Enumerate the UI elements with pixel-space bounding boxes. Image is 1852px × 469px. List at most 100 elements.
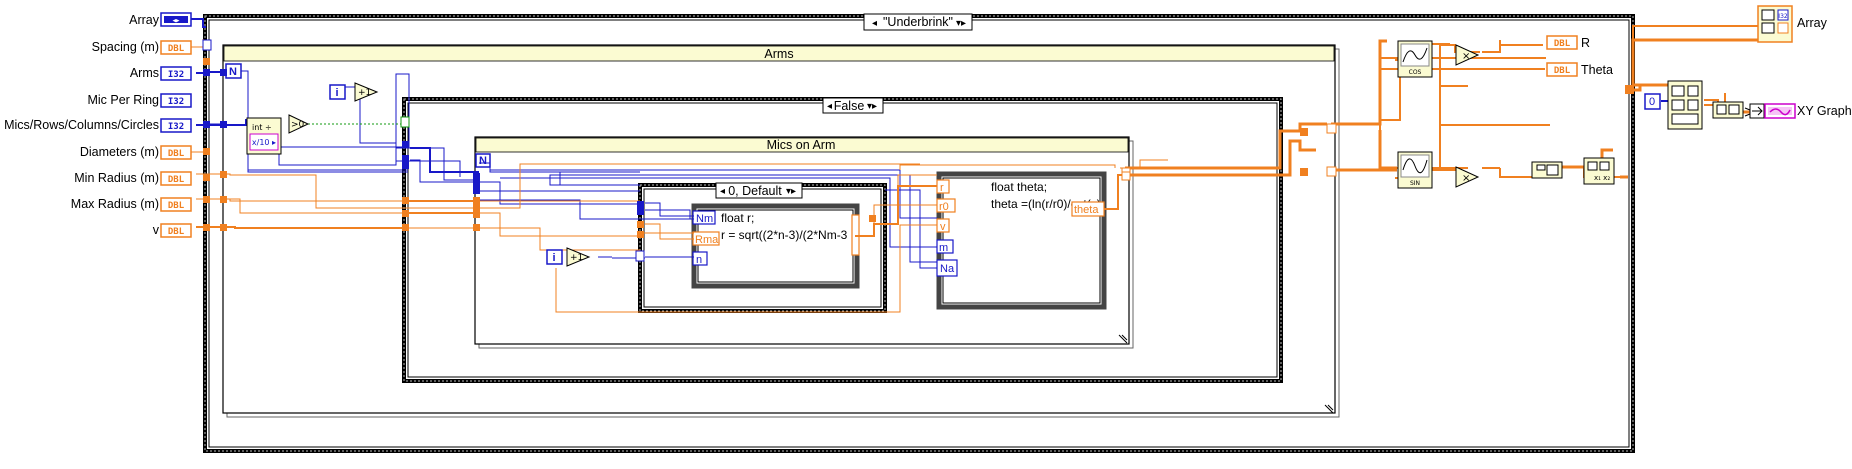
svg-text:i: i — [552, 252, 555, 264]
input-min-radius[interactable]: Min Radius (m) DBL — [74, 171, 192, 186]
svg-text:x/10 ▸: x/10 ▸ — [252, 138, 276, 147]
outer-case-selector-label: "Underbrink" — [883, 15, 953, 29]
input-mic-per-ring[interactable]: Mic Per Ring I32 — [87, 93, 192, 108]
sin-node[interactable]: SIN — [1397, 151, 1433, 189]
input-spacing[interactable]: Spacing (m) DBL — [92, 39, 204, 55]
svg-text:theta: theta — [1074, 204, 1099, 216]
svg-text:i: i — [335, 87, 338, 99]
svg-text:Nm: Nm — [696, 213, 713, 225]
bundle-node[interactable]: x₁ x₂ — [1583, 157, 1615, 185]
svg-text:I32: I32 — [168, 122, 184, 132]
input-mics-rows-label: Mics/Rows/Columns/Circles — [4, 118, 159, 132]
output-array-label: Array — [1797, 16, 1828, 30]
multiply-node-2[interactable]: × — [1455, 166, 1480, 188]
svg-text:I32: I32 — [168, 97, 184, 107]
arms-count-terminal: N — [225, 63, 242, 79]
false-case-selector-label: False — [834, 99, 865, 113]
build-array-node-1[interactable] — [1531, 161, 1563, 179]
index-array-node[interactable] — [1667, 80, 1703, 130]
svg-text:N: N — [479, 155, 487, 167]
output-r-label: R — [1581, 36, 1590, 50]
input-array-label: Array — [129, 13, 160, 27]
svg-text:DBL: DBL — [1554, 39, 1571, 49]
svg-text:int ÷: int ÷ — [252, 123, 272, 132]
zero-constant[interactable]: 0 — [1644, 93, 1661, 110]
formula-node-theta[interactable]: float theta; theta =(ln(r/r0)/cot(v) r r… — [936, 171, 1107, 310]
formula-theta-line-1: float theta; — [991, 180, 1047, 194]
svg-text:▾▸: ▾▸ — [786, 186, 796, 197]
output-r[interactable]: DBL R — [1546, 35, 1590, 50]
formula-theta-input-na[interactable]: Na — [936, 259, 958, 277]
greater-than-zero-node[interactable]: >0 — [288, 114, 310, 134]
svg-text:DBL: DBL — [168, 149, 185, 159]
svg-text:+1: +1 — [570, 253, 583, 263]
input-arms-label: Arms — [130, 66, 159, 80]
svg-text:COS: COS — [1409, 69, 1422, 76]
arms-iteration-terminal: i — [329, 84, 346, 100]
tunnels — [202, 39, 1634, 262]
output-theta-label: Theta — [1581, 63, 1613, 77]
formula-r-input-n[interactable]: n — [692, 251, 708, 266]
outer-case-selector[interactable]: ◂ "Underbrink" ▾▸ — [863, 13, 973, 31]
input-min-radius-label: Min Radius (m) — [74, 171, 159, 185]
cos-node[interactable]: COS — [1397, 40, 1433, 78]
false-case-selector[interactable]: ◂ False ▾▸ — [822, 97, 884, 114]
output-array[interactable]: I32 Array — [1757, 5, 1828, 43]
input-v[interactable]: v DBL — [153, 223, 192, 238]
svg-text:×: × — [1462, 173, 1470, 184]
svg-text:×: × — [1462, 51, 1470, 62]
arms-loop-title: Arms — [764, 47, 793, 61]
formula-node-r[interactable]: float r; r = sqrt((2*n-3)/(2*Nm-3 Nm Rma… — [691, 203, 860, 289]
input-max-radius[interactable]: Max Radius (m) DBL — [71, 197, 192, 212]
svg-text:0: 0 — [1649, 96, 1655, 108]
false-case-structure[interactable]: ◂ False ▾▸ — [402, 97, 1283, 383]
formula-theta-input-m[interactable]: m — [936, 239, 954, 254]
svg-text:DBL: DBL — [168, 227, 185, 237]
formula-r-input-rma[interactable]: Rma — [692, 231, 720, 246]
input-max-radius-label: Max Radius (m) — [71, 197, 159, 211]
input-mic-per-ring-label: Mic Per Ring — [87, 93, 159, 107]
svg-text:▾▸: ▾▸ — [867, 101, 877, 112]
mics-loop-title: Mics on Arm — [767, 138, 836, 152]
svg-text:N: N — [229, 66, 237, 78]
svg-text:+1: +1 — [358, 88, 371, 98]
formula-theta-input-r0[interactable]: r0 — [936, 198, 956, 213]
formula-r-input-nm[interactable]: Nm — [692, 210, 716, 225]
output-xy-graph[interactable]: XY Graph — [1764, 103, 1852, 119]
input-diameters[interactable]: Diameters (m) DBL — [80, 145, 206, 160]
svg-text:n: n — [696, 254, 702, 266]
svg-text:DBL: DBL — [1554, 66, 1571, 76]
svg-text:Rma: Rma — [695, 234, 719, 246]
input-mics-rows[interactable]: Mics/Rows/Columns/Circles I32 — [4, 118, 192, 133]
svg-text:I32: I32 — [168, 70, 184, 80]
formula-r-line-2: r = sqrt((2*n-3)/(2*Nm-3 — [721, 228, 848, 242]
formula-theta-input-r[interactable]: r — [936, 179, 950, 194]
input-array[interactable]: Array ◂▸ — [129, 12, 206, 28]
divide-node[interactable]: int ÷ x/10 ▸ — [246, 117, 282, 155]
wires — [196, 25, 1792, 313]
multiply-node-1[interactable]: × — [1455, 44, 1480, 66]
svg-text:SIN: SIN — [1410, 180, 1420, 187]
svg-text:r: r — [940, 182, 944, 194]
mics-increment-node[interactable]: +1 — [566, 247, 591, 267]
outer-case-structure[interactable]: ◂ "Underbrink" ▾▸ — [203, 13, 1635, 453]
output-xy-graph-label: XY Graph — [1797, 104, 1852, 118]
to-xy-node[interactable] — [1749, 103, 1765, 119]
svg-text:DBL: DBL — [168, 175, 185, 185]
default-case-structure[interactable]: ◂ 0, Default ▾▸ — [638, 182, 887, 313]
arms-increment-node[interactable]: +1 — [354, 82, 379, 102]
input-arms[interactable]: Arms I32 — [130, 66, 192, 81]
output-theta[interactable]: DBL Theta — [1546, 62, 1613, 77]
svg-text:I32: I32 — [1778, 13, 1788, 20]
svg-text:v: v — [940, 221, 946, 233]
default-case-selector[interactable]: ◂ 0, Default ▾▸ — [715, 182, 803, 199]
svg-text:DBL: DBL — [168, 201, 185, 211]
bundle-xy-node[interactable] — [1712, 101, 1757, 119]
svg-text:Na: Na — [940, 263, 955, 275]
formula-theta-output[interactable]: theta — [1071, 201, 1105, 217]
svg-text:◂: ◂ — [720, 186, 725, 197]
formula-theta-input-v[interactable]: v — [936, 218, 950, 233]
svg-text:m: m — [939, 242, 948, 254]
svg-text:▾▸: ▾▸ — [956, 18, 966, 29]
